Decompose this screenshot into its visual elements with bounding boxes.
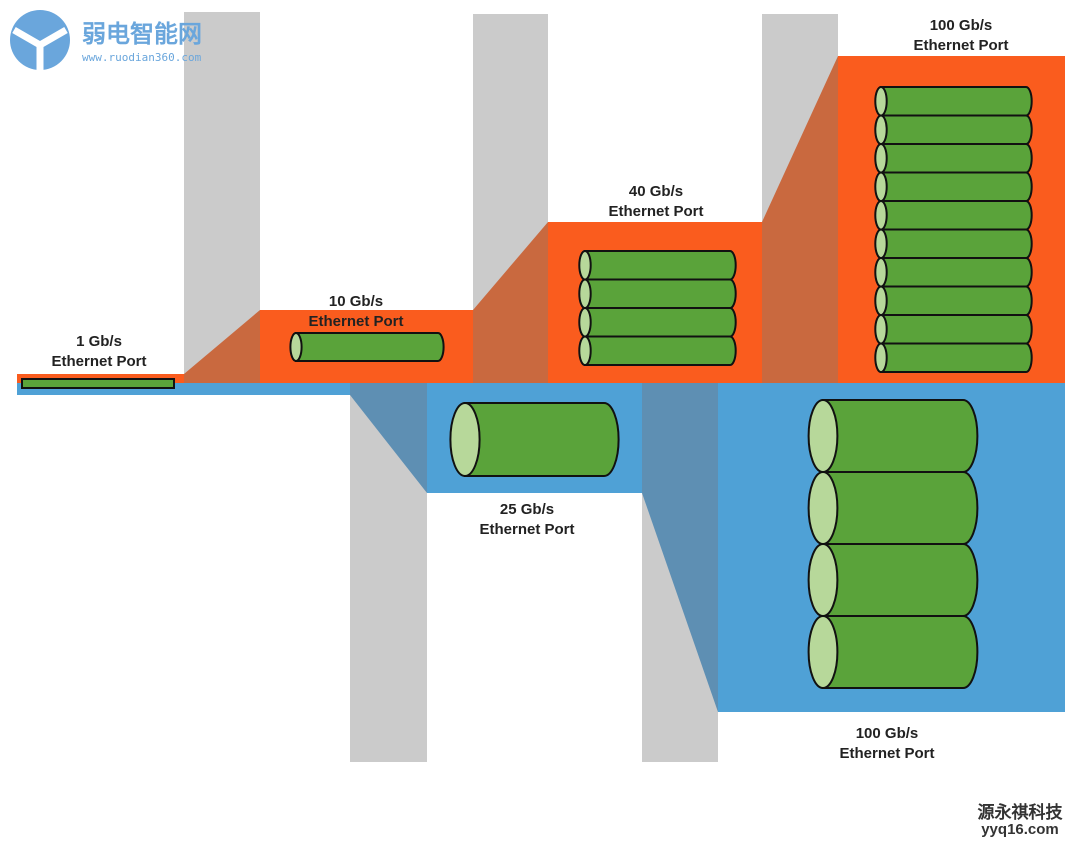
orange-transition	[184, 310, 260, 383]
cable-body	[880, 314, 1033, 345]
port-name-label: Ethernet Port	[839, 745, 934, 762]
cable-body	[880, 228, 1033, 259]
cable-body	[880, 285, 1033, 316]
cable-end	[874, 257, 888, 288]
orange-transition	[762, 56, 838, 383]
port-name-label: Ethernet Port	[308, 313, 403, 330]
cable-body	[584, 307, 737, 338]
port-name-label: Ethernet Port	[608, 203, 703, 220]
cable-end	[578, 307, 592, 338]
cable-end	[449, 402, 481, 477]
logo-icon	[10, 10, 70, 70]
cable-body	[880, 257, 1033, 288]
cable-end	[807, 399, 839, 473]
cable-end	[874, 143, 888, 174]
cable-end	[874, 86, 888, 117]
cable-end	[578, 335, 592, 366]
cable-body	[880, 114, 1033, 145]
cable-body	[295, 332, 445, 362]
cable-body	[822, 543, 979, 617]
cable-body	[584, 335, 737, 366]
blue-transition	[350, 383, 427, 493]
cable-body	[822, 399, 979, 473]
cable-body	[584, 278, 737, 309]
cable-end	[578, 250, 592, 281]
port-speed-label: 40 Gb/s	[629, 183, 683, 200]
cable-body	[880, 143, 1033, 174]
cable-body	[880, 86, 1033, 117]
port-name-label: Ethernet Port	[479, 521, 574, 538]
cable-end	[874, 200, 888, 231]
port-speed-label: 100 Gb/s	[856, 725, 919, 742]
watermark-name: 源永祺科技	[978, 802, 1064, 822]
cable-end	[874, 314, 888, 345]
cable-end	[874, 342, 888, 373]
cable-end	[874, 285, 888, 316]
cable-body	[880, 171, 1033, 202]
cable-end	[578, 278, 592, 309]
cable-end	[874, 228, 888, 259]
port-name-label: Ethernet Port	[913, 37, 1008, 54]
cables	[21, 86, 1033, 689]
port-speed-label: 1 Gb/s	[76, 333, 122, 350]
logo: 弱电智能网 www.ruodian360.com	[10, 10, 202, 70]
cable-end	[874, 114, 888, 145]
watermark: 源永祺科技 yyq16.com	[978, 802, 1064, 838]
cable-body	[21, 378, 175, 389]
cable-end	[807, 471, 839, 545]
watermark-url: yyq16.com	[981, 821, 1059, 838]
logo-url: www.ruodian360.com	[82, 51, 202, 64]
port-speed-label: 100 Gb/s	[930, 17, 993, 34]
cable-body	[880, 200, 1033, 231]
cable-body	[822, 615, 979, 689]
port-speed-label: 25 Gb/s	[500, 501, 554, 518]
logo-name: 弱电智能网	[82, 20, 202, 48]
cable-end	[807, 543, 839, 617]
port-speed-label: 10 Gb/s	[329, 293, 383, 310]
blue-transition	[642, 383, 718, 712]
orange-transition	[473, 222, 548, 383]
cable-body	[822, 471, 979, 545]
cable-body	[584, 250, 737, 281]
cable-body	[880, 342, 1033, 373]
cable-end	[807, 615, 839, 689]
cable-body	[464, 402, 620, 477]
cable-end	[289, 332, 303, 362]
port-name-label: Ethernet Port	[51, 353, 146, 370]
cable-end	[874, 171, 888, 202]
